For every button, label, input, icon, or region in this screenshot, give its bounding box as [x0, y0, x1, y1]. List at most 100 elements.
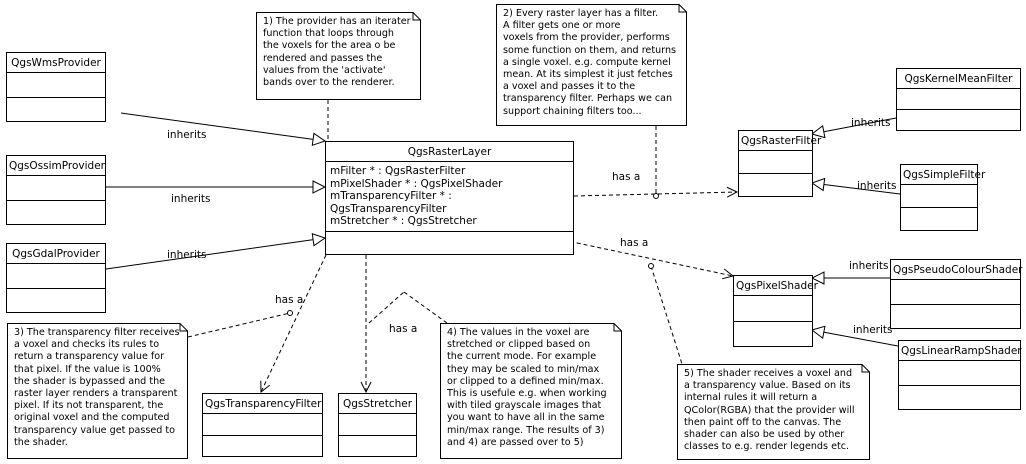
class-qgspixelshader[interactable]: QgsPixelShader: [733, 275, 818, 347]
ossim-inherits-label: inherits: [171, 193, 211, 205]
note-line: values from the 'activate': [263, 64, 386, 76]
class-attributes-section: [7, 176, 105, 201]
class-operations-section: [739, 174, 812, 196]
note-line: min/max range. The results of 3): [447, 424, 605, 436]
pseudo-inherits-label: inherits: [849, 260, 889, 272]
kernel-inherits-label: inherits: [851, 117, 891, 129]
note-line: QColor(RGBA) that the provider will: [684, 404, 855, 416]
note-line: the shader is bypassed and the: [14, 375, 166, 387]
note-line: return a transparency value for: [14, 351, 165, 363]
class-name: QgsOssimProvider: [7, 156, 105, 176]
note-line: 3) The transparency filter receives: [14, 327, 180, 338]
simple-inherits-line: [812, 183, 901, 195]
linear-inherits-label: inherits: [853, 324, 893, 336]
note5-anchor: [650, 265, 683, 365]
note-line: the current mode. For example: [447, 351, 597, 363]
class-qgsgdalprovider[interactable]: QgsGdalProvider: [6, 243, 106, 313]
class-name: QgsStretcher: [339, 394, 416, 414]
note-line: pixel. If its not transparent, the: [14, 400, 164, 412]
note-line: mean. At its simplest it just fetches: [503, 69, 673, 81]
note-line: a voxel and passes it to the: [503, 81, 636, 93]
class-qgslinearrampshader[interactable]: QgsLinearRampShader: [898, 340, 1022, 410]
wms-inherits-label: inherits: [167, 129, 207, 141]
note-transparency-filter: 3) The transparency filter receives a vo…: [7, 323, 188, 459]
note-line: 4) The values in the voxel are: [447, 327, 590, 338]
note-line: and 4) are passed over to 5): [447, 436, 584, 448]
note-line: that pixel. If the value is 100%: [14, 363, 161, 375]
class-attributes-section: [739, 151, 812, 174]
note4-anchor-b: [403, 291, 448, 324]
note-line: transparency value get passed to: [14, 424, 176, 436]
note4-anchor-a: [368, 291, 405, 324]
class-attributes-section: [7, 73, 105, 98]
class-operations-section: [899, 386, 1020, 410]
class-attributes-section: [899, 361, 1020, 386]
class-attributes-section: [901, 185, 977, 208]
filter-has-a-line: [573, 192, 737, 196]
class-qgsrasterfilter[interactable]: QgsRasterFilter: [738, 130, 821, 197]
note-stretcher: 4) The values in the voxel are stretched…: [440, 323, 622, 459]
note-line: 1) The provider has an iterater: [263, 16, 411, 27]
class-name: QgsKernelMeanFilter: [897, 69, 1020, 89]
class-qgstransparencyfilter[interactable]: QgsTransparencyFilter: [202, 393, 323, 457]
class-name: QgsPixelShader: [734, 276, 818, 296]
note-line: 2) Every raster layer has a filter.: [503, 8, 659, 19]
attribute-mfilter: mFilter * : QgsRasterFilter: [330, 165, 466, 177]
gdal-inherits-label: inherits: [167, 249, 207, 261]
attribute-mpixelshader: mPixelShader * : QgsPixelShader: [330, 177, 503, 190]
class-qgsrasterlayer[interactable]: QgsRasterLayer mFilter * : QgsRasterFilt…: [325, 141, 574, 255]
class-qgsstretcher[interactable]: QgsStretcher: [338, 393, 417, 457]
class-operations-section: [901, 208, 977, 230]
attribute-mstretcher: mStretcher * : QgsStretcher: [330, 215, 477, 227]
class-name: QgsPseudoColourShader: [891, 260, 1023, 280]
note-shape: [256, 12, 421, 100]
class-operations-section: [734, 322, 812, 347]
note-line: shader can also be used by other: [684, 429, 845, 441]
note-line: the shader.: [14, 436, 68, 448]
note-line: original voxel and the computed: [14, 412, 170, 424]
note-line: internal rules it will return a: [684, 392, 818, 404]
class-name: QgsRasterFilter: [739, 131, 821, 151]
note-line: A filter gets one or more: [503, 20, 621, 32]
note-line: they may be scaled to min/max: [447, 363, 600, 375]
shader-has-a-line: [562, 239, 733, 276]
class-attributes-section: mFilter * : QgsRasterFilter mPixelShader…: [326, 162, 573, 232]
class-operations-section: [326, 232, 573, 255]
class-qgssimplefilter[interactable]: QgsSimpleFilter: [900, 164, 985, 231]
class-qgspseudocolourshader[interactable]: QgsPseudoColourShader: [890, 259, 1023, 329]
transparency-has-a-label: has a: [275, 294, 304, 306]
class-name: QgsWmsProvider: [7, 53, 105, 73]
stretcher-has-a-label: has a: [389, 323, 418, 335]
note-line: support chaining filters too...: [503, 105, 642, 117]
note-line: stretched or clipped based on: [447, 339, 591, 351]
class-qgsossimprovider[interactable]: QgsOssimProvider: [6, 155, 106, 225]
note-line: function that loops through: [263, 28, 395, 40]
filter-has-a-label: has a: [612, 171, 641, 183]
class-operations-section: [7, 201, 105, 225]
linear-inherits-line: [812, 330, 899, 347]
note5-anchor-dot: [648, 263, 654, 269]
shader-has-a-label: has a: [620, 237, 649, 249]
class-attributes-section: [891, 280, 1020, 305]
class-operations-section: [7, 98, 105, 122]
note-line: a transparency value. Based on its: [684, 380, 851, 392]
note-line: a voxel and checks its rules to: [14, 339, 160, 351]
class-qgskernelmeanfilter[interactable]: QgsKernelMeanFilter: [896, 68, 1021, 131]
note-line: transparency filter. Perhaps we can: [503, 93, 673, 105]
note-line: raster layer renders a transparent: [14, 388, 178, 400]
note-shape: [440, 323, 622, 459]
kernel-inherits-line: [812, 117, 897, 134]
note-line: or clipped to a defined min/max.: [447, 375, 604, 387]
note-line: you want to have all in the same: [447, 412, 605, 424]
class-name: QgsTransparencyFilter: [203, 394, 322, 414]
class-attributes-section: [203, 414, 322, 436]
class-qgswmsprovider[interactable]: QgsWmsProvider: [6, 52, 106, 122]
note-line: then paint off to the canvas. The: [684, 416, 842, 428]
class-attributes-section: [7, 264, 105, 289]
note-line: This is usefule e.g. when working: [447, 388, 607, 400]
class-name: QgsGdalProvider: [7, 244, 105, 264]
class-operations-section: [897, 110, 1020, 130]
note2-anchor-dot: [653, 193, 659, 199]
